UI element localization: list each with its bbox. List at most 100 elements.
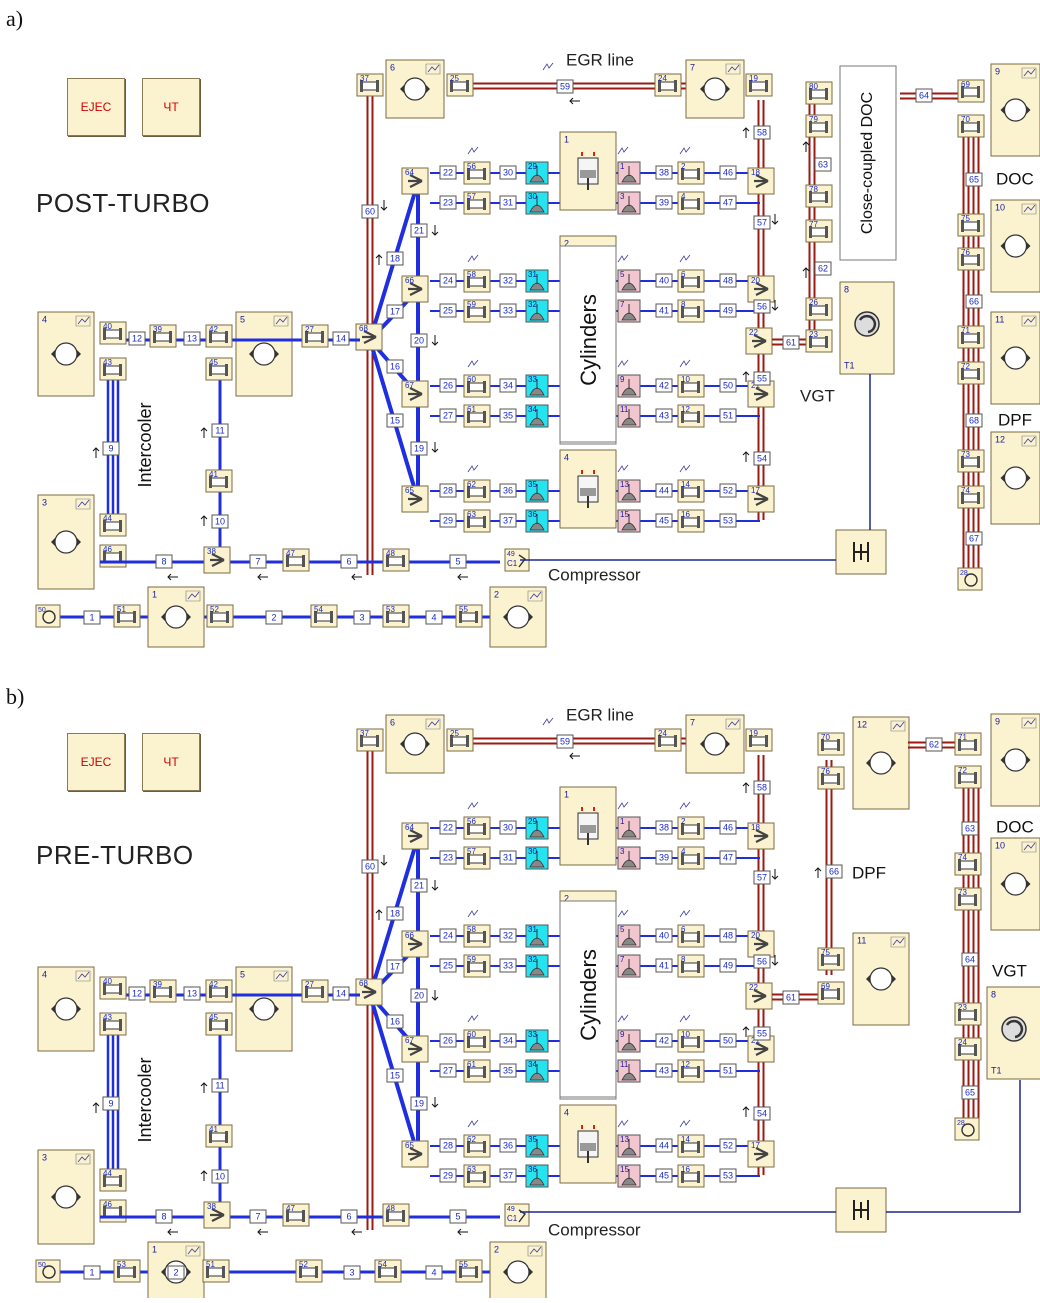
orifice-body <box>155 554 173 569</box>
pipe-icon <box>682 487 699 497</box>
orifice-id: 48 <box>723 275 733 285</box>
pipe-icon <box>681 198 684 210</box>
orifice-block: 49 <box>719 303 737 318</box>
orifice-body <box>439 195 457 210</box>
valve-id: 34 <box>528 405 537 414</box>
orifice-block: 48 <box>719 273 737 288</box>
ejec-block[interactable]: EJEC <box>67 78 125 136</box>
pipe-icon <box>682 307 699 317</box>
flowsplit-block: 65 <box>401 485 429 513</box>
plenum-id: 7 <box>690 717 695 727</box>
plenum-icon <box>252 997 276 1021</box>
orifice-id: 5 <box>455 556 460 566</box>
valve-id: 3 <box>620 847 625 856</box>
flowsplit-id: 20 <box>751 276 760 285</box>
orifice-id: 26 <box>443 1035 453 1045</box>
pipe-icon <box>103 328 106 340</box>
orifice-block: 41 <box>655 303 673 318</box>
pipe-id: 42 <box>209 980 218 989</box>
orifice-id: 40 <box>659 275 669 285</box>
pipe-block: 63 <box>463 509 491 533</box>
orifice-block: 25 <box>439 303 457 318</box>
plenum-icon <box>252 342 276 366</box>
pipe-icon <box>468 1067 485 1077</box>
orifice-body <box>439 1168 457 1183</box>
pipe-icon <box>750 81 767 91</box>
orifice-block: 55 <box>753 1026 771 1041</box>
pipe-icon <box>682 277 699 287</box>
pipe-icon <box>681 931 684 943</box>
pipe-icon <box>962 457 979 467</box>
orifice-id: 46 <box>723 167 733 177</box>
orifice-body <box>782 335 800 350</box>
orifice-id: 5 <box>455 1211 460 1221</box>
orifice-block: 1 <box>83 1265 101 1280</box>
orifice-body <box>965 294 983 309</box>
pipe-icon <box>386 555 389 567</box>
orifice-block: 6 <box>340 554 358 569</box>
plot-flag-icon <box>892 721 905 730</box>
orifice-body <box>211 1169 229 1184</box>
plenum-icon <box>1003 748 1028 772</box>
ejec-block-b[interactable]: EJEC <box>67 733 125 791</box>
pipe-icon <box>467 198 470 210</box>
pipe-icon <box>468 824 485 834</box>
orifice-body <box>499 195 517 210</box>
pipe-icon <box>467 1171 470 1183</box>
pipe-icon <box>103 1019 106 1031</box>
orifice-id: 7 <box>255 1211 260 1221</box>
pipe-icon <box>483 516 486 528</box>
orifice-id: 47 <box>723 197 733 207</box>
pipe-block: 24 <box>654 728 682 752</box>
plenum-id: 7 <box>690 62 695 72</box>
pipe-block: 45 <box>205 357 233 381</box>
plot-flag-icon <box>1021 435 1037 447</box>
orifice-block: 31 <box>499 195 517 210</box>
pipe-block: 55 <box>455 604 483 628</box>
pipe-id: 70 <box>961 115 970 124</box>
orifice-body <box>655 273 673 288</box>
valve-id: 35 <box>528 1135 537 1144</box>
pipe-block: 70 <box>817 732 845 756</box>
orifice-body <box>753 870 771 885</box>
flow-arrow-icon <box>167 573 178 581</box>
orifice-body <box>556 734 574 749</box>
turbine-8: 8T1 <box>986 986 1040 1080</box>
valve-id: 5 <box>620 925 625 934</box>
orifice-id: 1 <box>89 1267 94 1277</box>
orifice-block: 8 <box>155 554 173 569</box>
temperature-sensor-block[interactable]: ЧТ <box>142 78 200 136</box>
end-environment-block: 50 <box>35 604 61 628</box>
valve-port: 7 <box>617 299 641 323</box>
plot-flag-icon <box>1023 204 1036 213</box>
orifice-body <box>211 423 229 438</box>
orifice-id: 24 <box>443 930 453 940</box>
flowsplit-icon <box>754 387 769 401</box>
pipe-icon <box>209 476 212 488</box>
pipe-icon <box>376 80 379 92</box>
flowsplit-icon <box>754 282 769 296</box>
pipe-block: 2 <box>677 816 705 840</box>
pipe-icon <box>974 1009 977 1021</box>
flowsplit-block: 20 <box>747 275 775 303</box>
flowsplit-id: 17 <box>751 1141 760 1150</box>
orifice-body <box>655 1033 673 1048</box>
plot-flag-icon <box>617 1119 629 1128</box>
plenum-id: 3 <box>42 497 47 507</box>
orifice-block: 52 <box>719 1138 737 1153</box>
pipe-id: 37 <box>360 729 369 738</box>
orifice-body <box>499 820 517 835</box>
flow-arrow-icon <box>742 371 750 382</box>
pipe-block: 39 <box>149 324 177 348</box>
orifice-id: 44 <box>659 1140 669 1150</box>
temperature-sensor-block-b[interactable]: ЧТ <box>142 733 200 791</box>
pipe-block: 59 <box>463 954 491 978</box>
valve-port: 32 <box>525 299 549 323</box>
orifice-body <box>340 554 358 569</box>
valve-id: 9 <box>620 375 625 384</box>
orifice-id: 42 <box>659 1035 669 1045</box>
pipe-icon <box>977 332 980 344</box>
plenum-3: 3 <box>37 1149 95 1245</box>
orifice-body <box>719 1033 737 1048</box>
plot-flag-icon <box>1023 316 1036 325</box>
